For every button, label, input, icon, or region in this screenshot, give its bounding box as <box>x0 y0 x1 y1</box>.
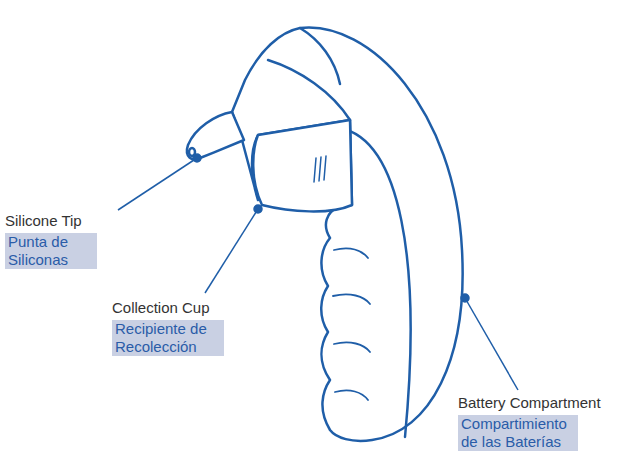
leader-line <box>465 298 518 390</box>
leader-dot <box>193 154 201 162</box>
part-name: Collection Cup <box>112 299 210 317</box>
collection-cup <box>253 120 352 211</box>
leader-dot <box>461 294 469 302</box>
device-body <box>232 28 463 441</box>
silicone-tip <box>187 112 244 159</box>
part-name: Silicone Tip <box>5 212 82 230</box>
head-panel <box>300 28 340 84</box>
part-name-translation: Punta de Siliconas <box>5 233 97 269</box>
part-name: Battery Compartment <box>458 394 601 412</box>
grip-ridges <box>333 248 370 400</box>
vent-lines <box>314 156 326 182</box>
leader-line <box>205 209 258 293</box>
part-name-translation: Recipiente de Recolección <box>112 320 224 356</box>
leader-line <box>118 158 197 210</box>
leader-dot <box>254 205 262 213</box>
part-name-translation: Compartimiento de las Baterías <box>458 415 578 451</box>
head-panel <box>268 60 350 120</box>
